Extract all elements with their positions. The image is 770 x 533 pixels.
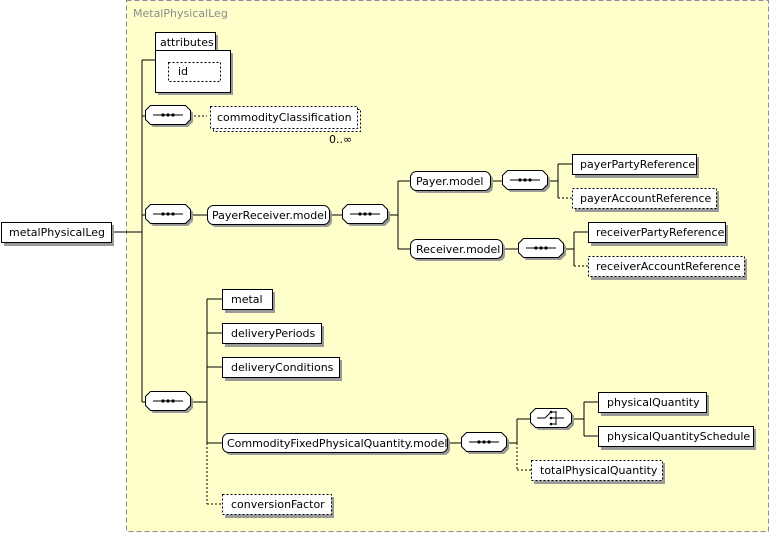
receiver-account-reference-box[interactable]: receiverAccountReference [588, 256, 748, 281]
attributes-box[interactable]: attributes id [155, 32, 234, 96]
root-element-label: metalPhysicalLeg [9, 226, 105, 239]
conversion-factor-box[interactable]: conversionFactor [222, 494, 335, 519]
cardinality-label: 0..∞ [329, 133, 352, 146]
commodity-classification-label: commodityClassification [217, 111, 352, 124]
payer-account-reference-label: payerAccountReference [580, 192, 712, 205]
payer-model-label: Payer.model [416, 175, 483, 188]
sequence-icon [145, 105, 193, 127]
total-physical-quantity-box[interactable]: totalPhysicalQuantity [531, 460, 666, 485]
sequence-compositors [145, 105, 566, 454]
sequence-icon [145, 204, 193, 226]
attribute-id-box[interactable] [168, 62, 221, 82]
conversion-factor-label: conversionFactor [231, 498, 325, 511]
payer-receiver-model-label: PayerReceiver.model [212, 209, 327, 222]
sequence-icon [342, 204, 390, 226]
sequence-icon [502, 170, 550, 192]
receiver-account-reference-label: receiverAccountReference [596, 260, 741, 273]
physical-quantity-schedule-box[interactable]: physicalQuantitySchedule [598, 426, 757, 451]
delivery-conditions-label: deliveryConditions [231, 361, 334, 374]
physical-quantity-label: physicalQuantity [607, 396, 700, 409]
sequence-icon [145, 391, 193, 413]
physical-quantity-schedule-label: physicalQuantitySchedule [607, 430, 750, 443]
sequence-icon [518, 238, 566, 260]
receiver-party-reference-box[interactable]: receiverPartyReference [588, 222, 729, 247]
physical-quantity-box[interactable]: physicalQuantity [598, 392, 710, 417]
payer-party-reference-box[interactable]: payerPartyReference [572, 154, 700, 179]
payer-receiver-model-box[interactable]: PayerReceiver.model [207, 205, 333, 228]
attributes-label: attributes [160, 36, 214, 49]
payer-account-reference-box[interactable]: payerAccountReference [572, 188, 720, 213]
receiver-model-label: Receiver.model [416, 243, 500, 256]
receiver-model-box[interactable]: Receiver.model [410, 239, 506, 262]
payer-party-reference-label: payerPartyReference [580, 158, 695, 171]
metal-label: metal [231, 293, 263, 306]
root-element-box[interactable]: metalPhysicalLeg [1, 222, 115, 247]
payer-model-box[interactable]: Payer.model [410, 171, 494, 194]
commodity-fixed-physical-quantity-model-label: CommodityFixedPhysicalQuantity.model [227, 437, 447, 450]
delivery-periods-label: deliveryPeriods [231, 327, 315, 340]
delivery-conditions-box[interactable]: deliveryConditions [222, 357, 343, 382]
commodity-fixed-physical-quantity-model-box[interactable]: CommodityFixedPhysicalQuantity.model [222, 433, 451, 456]
total-physical-quantity-label: totalPhysicalQuantity [540, 464, 658, 477]
receiver-party-reference-label: receiverPartyReference [596, 226, 725, 239]
delivery-periods-box[interactable]: deliveryPeriods [222, 323, 325, 348]
commodity-classification-box[interactable]: commodityClassification 0..∞ [210, 106, 361, 147]
metal-box[interactable]: metal [222, 289, 276, 314]
frame-title: MetalPhysicalLeg [133, 7, 228, 20]
attribute-id-label: id [178, 65, 188, 78]
choice-icon [530, 408, 574, 430]
sequence-icon [461, 432, 509, 454]
